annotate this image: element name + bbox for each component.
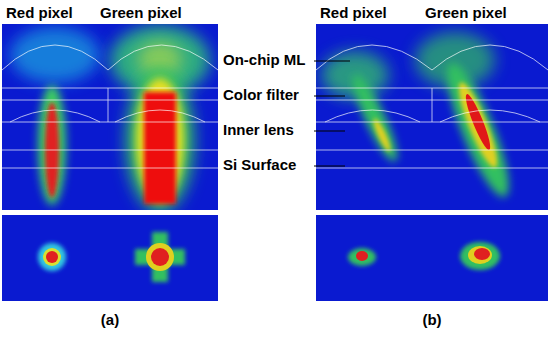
leader-line xyxy=(314,61,350,166)
column-heading: Red pixel xyxy=(320,5,387,22)
column-heading: Green pixel xyxy=(100,5,182,22)
column-heading: Red pixel xyxy=(6,5,73,22)
part-name: Color filter xyxy=(222,87,300,104)
part-name: On-chip ML xyxy=(222,52,307,69)
part-name: Si Surface xyxy=(222,157,297,174)
part-name: Inner lens xyxy=(222,122,295,139)
column-heading: Green pixel xyxy=(425,5,507,22)
panel-label: (a) xyxy=(101,312,119,329)
panel-label: (b) xyxy=(422,312,441,329)
